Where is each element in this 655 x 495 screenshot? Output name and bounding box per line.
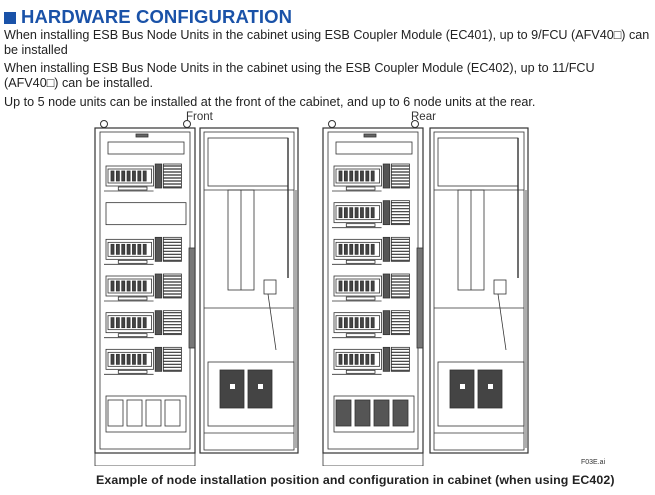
breaker xyxy=(335,399,352,427)
cable-column xyxy=(188,247,196,349)
cable-column xyxy=(416,247,424,349)
lifting-eye-icon xyxy=(100,120,108,128)
paragraph-ec401: When installing ESB Bus Node Units in th… xyxy=(4,28,650,57)
door-window xyxy=(437,137,519,187)
cabinet-door xyxy=(429,127,529,454)
cabinet-base xyxy=(94,452,196,466)
node-unit xyxy=(332,163,410,192)
lifting-eye-icon xyxy=(328,120,336,128)
node-unit xyxy=(332,273,410,302)
figure-file-id: F03E.ai xyxy=(581,459,606,466)
rear-label: Rear xyxy=(411,111,436,123)
front-cabinet-drawing xyxy=(94,120,299,466)
door-window xyxy=(207,137,289,187)
node-unit xyxy=(104,273,182,302)
breaker xyxy=(392,399,409,427)
cabinet-door xyxy=(199,127,299,454)
filled-square-bullet-icon xyxy=(4,11,16,24)
rear-cabinet-drawing xyxy=(322,120,529,466)
power-distribution-area xyxy=(105,395,187,433)
breaker xyxy=(145,399,162,427)
node-unit xyxy=(104,236,182,265)
fan-icon xyxy=(449,369,475,409)
front-label: Front xyxy=(186,111,213,123)
section-title: HARDWARE CONFIGURATION xyxy=(21,6,293,27)
breaker xyxy=(354,399,371,427)
breaker xyxy=(126,399,143,427)
node-unit xyxy=(104,310,182,339)
lifting-eye-icon xyxy=(183,120,191,128)
node-unit xyxy=(104,163,182,192)
paragraph-ec402: When installing ESB Bus Node Units in th… xyxy=(4,61,595,90)
top-plate xyxy=(335,141,413,155)
paragraph-node-limits: Up to 5 node units can be installed at t… xyxy=(4,95,536,109)
fan-unit-frame xyxy=(437,361,525,427)
breaker xyxy=(107,399,124,427)
lifting-eye-icon xyxy=(411,120,419,128)
fan-unit-frame xyxy=(207,361,295,427)
node-unit xyxy=(332,200,410,229)
node-unit xyxy=(104,346,182,375)
door-latch xyxy=(263,279,277,295)
breaker xyxy=(373,399,390,427)
section-heading: HARDWARE CONFIGURATION xyxy=(4,6,292,28)
top-plate xyxy=(107,141,185,155)
node-unit xyxy=(332,346,410,375)
door-latch xyxy=(493,279,507,295)
blank-panel xyxy=(105,202,187,226)
power-distribution-area xyxy=(333,395,415,433)
figure-caption: Example of node installation position an… xyxy=(96,473,615,487)
breaker xyxy=(164,399,181,427)
node-unit xyxy=(332,310,410,339)
cabinet-base xyxy=(322,452,424,466)
node-unit xyxy=(332,236,410,265)
